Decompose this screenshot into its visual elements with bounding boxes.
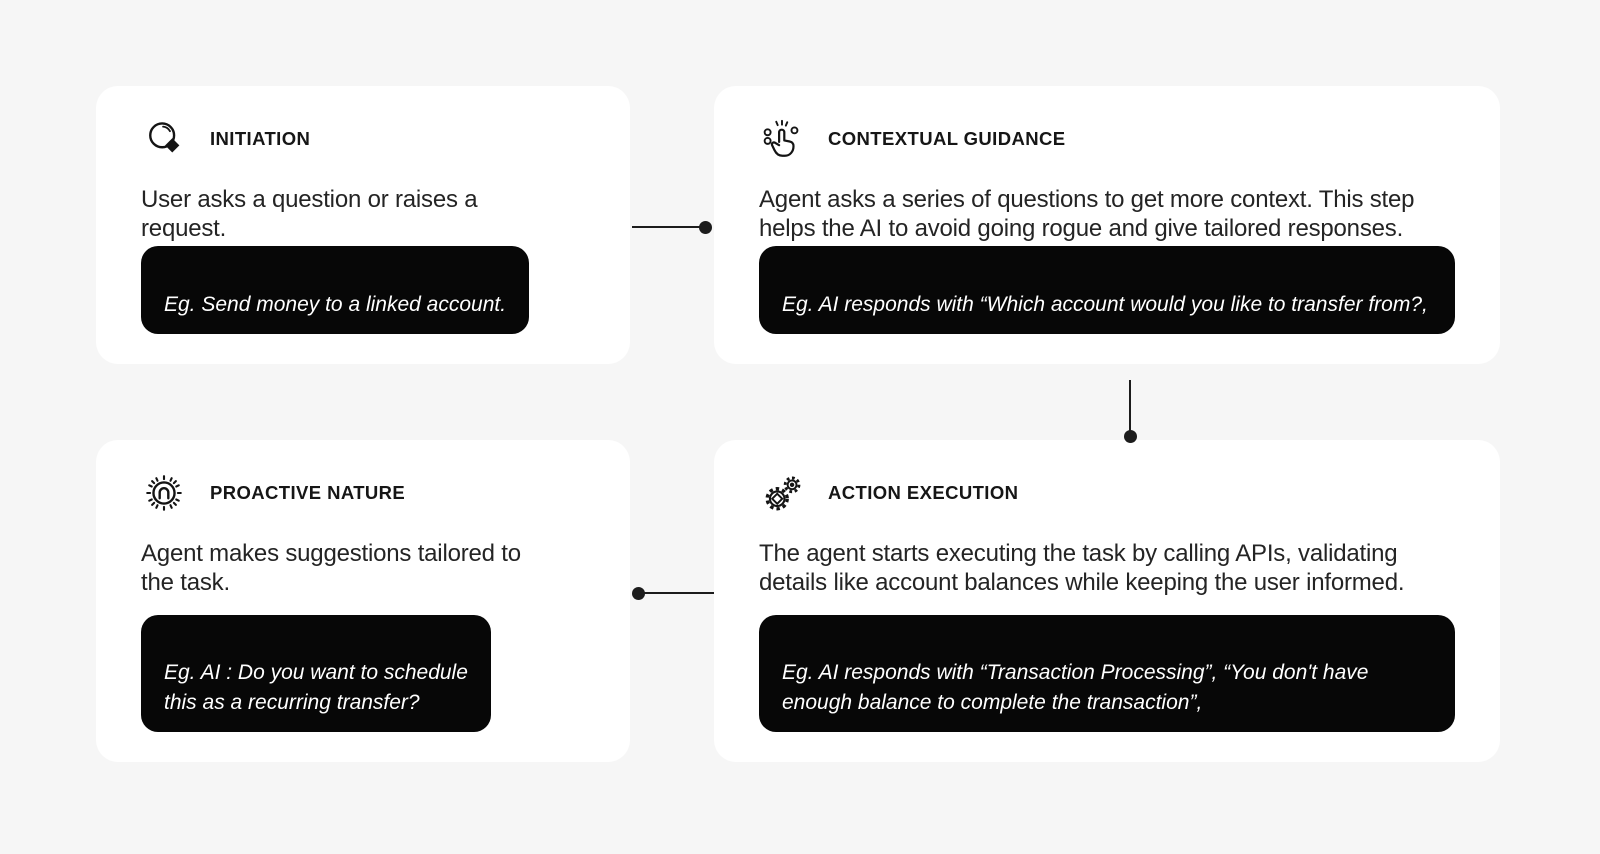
gears-icon <box>759 470 805 516</box>
example-text: Eg. AI responds with “Which account woul… <box>782 293 1428 317</box>
connector-endpoint-dot <box>699 220 712 234</box>
card-header: ACTION EXECUTION <box>759 470 1455 516</box>
connector-guidance-to-execution <box>1123 380 1137 443</box>
card-action-execution: ACTION EXECUTION The agent starts execut… <box>714 440 1500 762</box>
card-description: Agent asks a series of questions to get … <box>759 186 1415 242</box>
card-header: INITIATION <box>141 116 585 162</box>
example-text: Eg. AI responds with “Transaction Proces… <box>782 661 1369 715</box>
card-title: INITIATION <box>210 128 311 149</box>
card-description: Agent makes suggestions tailored to the … <box>141 540 521 596</box>
card-header: PROACTIVE NATURE <box>141 470 585 516</box>
radiant-bulb-icon <box>141 470 187 516</box>
card-description: The agent starts executing the task by c… <box>759 540 1405 596</box>
example-pill: Eg. AI responds with “Which account woul… <box>759 246 1455 334</box>
card-description: User asks a question or raises a request… <box>141 186 478 242</box>
example-text: Eg. AI : Do you want to schedule this as… <box>164 661 468 715</box>
connector-execution-to-proactive <box>632 586 714 600</box>
tap-gesture-icon <box>759 116 805 162</box>
card-contextual-guidance: CONTEXTUAL GUIDANCE Agent asks a series … <box>714 86 1500 364</box>
card-title: ACTION EXECUTION <box>828 482 1019 503</box>
example-text: Eg. Send money to a linked account. <box>164 293 507 317</box>
card-initiation: INITIATION User asks a question or raise… <box>96 86 630 364</box>
connector-endpoint-dot <box>632 586 645 600</box>
card-header: CONTEXTUAL GUIDANCE <box>759 116 1455 162</box>
connector-initiation-to-guidance <box>632 220 712 234</box>
example-pill: Eg. AI responds with “Transaction Proces… <box>759 614 1455 732</box>
example-pill: Eg. Send money to a linked account. <box>141 246 530 334</box>
connector-endpoint-dot <box>1123 430 1137 443</box>
cursor-select-icon <box>141 116 187 162</box>
card-title: PROACTIVE NATURE <box>210 482 406 503</box>
example-pill: Eg. AI : Do you want to schedule this as… <box>141 614 491 732</box>
card-title: CONTEXTUAL GUIDANCE <box>828 128 1066 149</box>
card-proactive-nature: PROACTIVE NATURE Agent makes suggestions… <box>96 440 630 762</box>
